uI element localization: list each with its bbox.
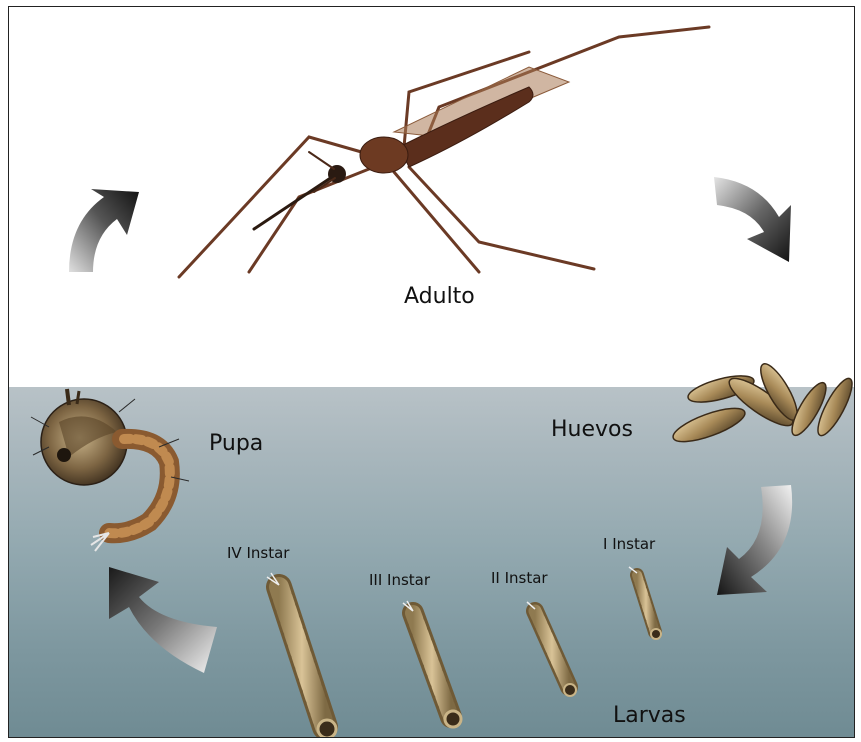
egg-cluster-icon [670, 359, 855, 448]
larva-icon [267, 573, 336, 738]
mosquito-icon [179, 27, 709, 277]
cycle-arrow-icon [69, 189, 139, 272]
stage-label-larvae: Larvas [613, 703, 686, 728]
stage-label-pupa: Pupa [209, 431, 263, 456]
larva-icon [403, 601, 461, 727]
larva-icon [629, 567, 661, 639]
instar-label-2: II Instar [491, 569, 548, 587]
cycle-arrow-icon [717, 485, 792, 595]
instar-label-3: III Instar [369, 571, 430, 589]
cycle-arrow-icon [109, 567, 217, 673]
diagram-graphics [9, 7, 855, 738]
life-cycle-diagram: Adulto Huevos Pupa Larvas IV Instar III … [8, 6, 855, 738]
stage-label-adult: Adulto [404, 284, 475, 309]
instar-label-4: IV Instar [227, 544, 289, 562]
pupa-icon [31, 389, 189, 551]
instar-label-1: I Instar [603, 535, 655, 553]
larva-icon [527, 602, 576, 696]
cycle-arrow-icon [714, 177, 791, 262]
stage-label-eggs: Huevos [551, 417, 633, 442]
